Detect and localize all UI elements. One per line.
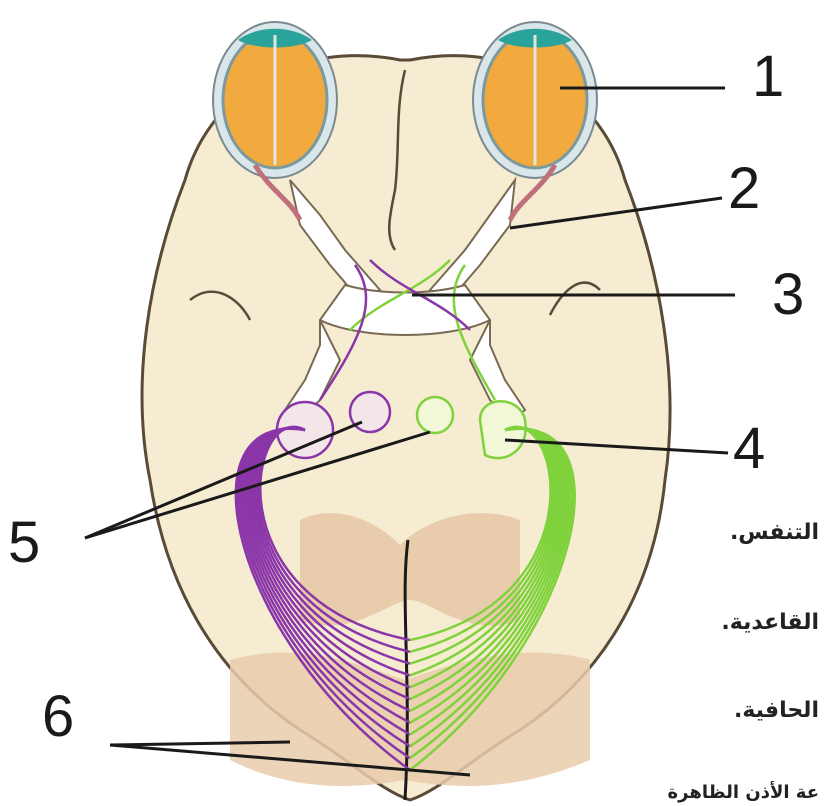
side-text-2: القاعدية. (721, 610, 819, 635)
label-6: 6 (42, 688, 74, 746)
side-text-3: الحافية. (734, 698, 819, 723)
label-4: 4 (733, 420, 765, 478)
label-5: 5 (8, 514, 40, 572)
label-3: 3 (772, 266, 804, 324)
side-text-4: عة الأذن الظاهرة (668, 782, 819, 803)
nucleus-right (417, 397, 453, 433)
label-2: 2 (728, 160, 760, 218)
side-text-1: التنفس. (730, 520, 819, 545)
label-1: 1 (752, 48, 784, 106)
